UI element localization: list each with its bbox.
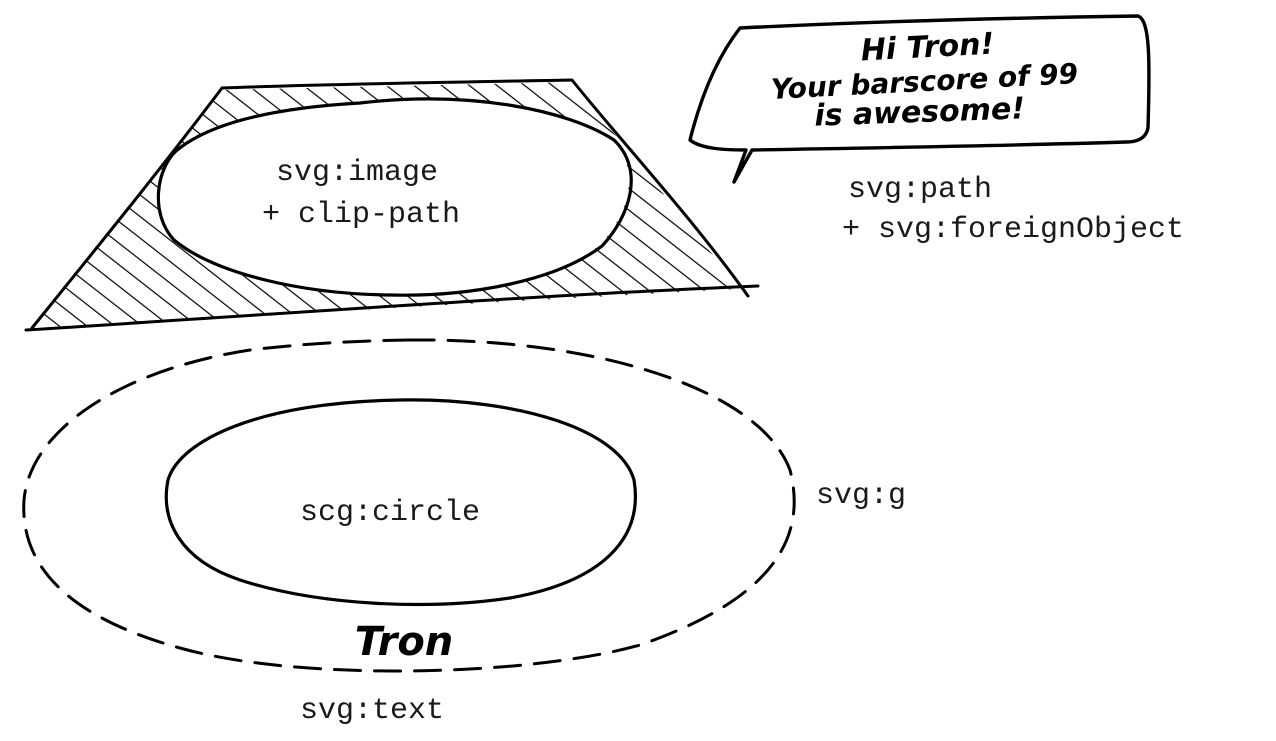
bubble-text-line3: is awesome! <box>814 91 1026 133</box>
trapezoid-outline <box>220 78 750 298</box>
group-figure: scg:circle svg:g Tron svg:text <box>22 338 906 728</box>
group-dashed-ellipse <box>22 338 796 673</box>
path-label-line2: + svg:foreignObject <box>842 213 1184 247</box>
trapezoid-base-line <box>24 284 760 332</box>
image-label-line2: + clip-path <box>262 198 460 232</box>
image-label-line1: svg:image <box>276 156 438 190</box>
clip-oval <box>156 97 633 297</box>
bubble-text-line1: Hi Tron! <box>860 27 995 69</box>
circle-shape <box>164 398 637 607</box>
circle-label: scg:circle <box>300 496 480 530</box>
group-label: svg:g <box>816 479 906 513</box>
trapezoid-left-edge <box>30 86 224 330</box>
path-label-line1: svg:path <box>848 173 992 207</box>
text-label: svg:text <box>300 694 444 728</box>
image-clip-figure: svg:image + clip-path <box>24 78 760 332</box>
trapezoid-hatched-fill <box>30 82 755 328</box>
handwritten-name: Tron <box>355 619 454 665</box>
speech-bubble-outline <box>688 14 1151 184</box>
speech-bubble-figure: Hi Tron! Your barscore of 99 is awesome!… <box>688 14 1184 247</box>
